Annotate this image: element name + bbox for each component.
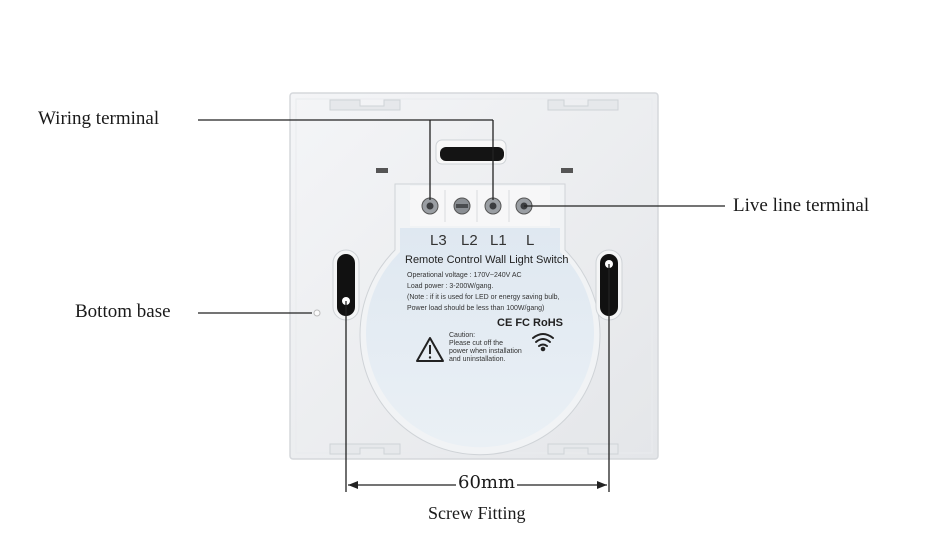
wiring-terminal-label: Wiring terminal — [38, 108, 160, 129]
screw-fitting-caption: Screw Fitting — [428, 503, 526, 523]
terminal-label-l2: L2 — [461, 232, 478, 249]
terminal-screw-l3 — [421, 197, 439, 215]
caution-line-4: and uninstallation. — [449, 356, 506, 363]
spec-line-1: Operational voltage : 170V~240V AC — [407, 272, 522, 279]
terminal-screw-l2 — [453, 197, 471, 215]
caution-line-2: Please cut off the — [449, 340, 503, 347]
terminal-label-l: L — [526, 232, 535, 249]
spec-line-2: Load power : 3-200W/gang. — [407, 283, 494, 290]
warning-triangle-icon — [416, 337, 444, 362]
bottom-base-label: Bottom base — [75, 301, 171, 322]
label-disc — [359, 183, 601, 456]
dimension-value: 60mm — [456, 472, 518, 493]
left-screw-slot — [332, 249, 360, 321]
terminal-label-l1: L1 — [490, 232, 507, 249]
caution-line-1: Caution: — [449, 332, 476, 339]
wiring-terminal-leader — [198, 119, 494, 200]
terminal-screw-l1 — [484, 197, 502, 215]
caution-line-3: power when installation — [449, 348, 522, 355]
product-title: Remote Control Wall Light Switch — [405, 254, 569, 266]
live-line-terminal-label: Live line terminal — [733, 195, 870, 216]
wifi-icon — [532, 333, 554, 352]
spec-line-3: (Note : if it is used for LED or energy … — [407, 294, 560, 301]
certification-marks: CE FC RoHS — [497, 317, 563, 329]
spec-line-4: Power load should be less than 100W/gang… — [407, 305, 545, 312]
terminal-label-l3: L3 — [430, 232, 447, 249]
